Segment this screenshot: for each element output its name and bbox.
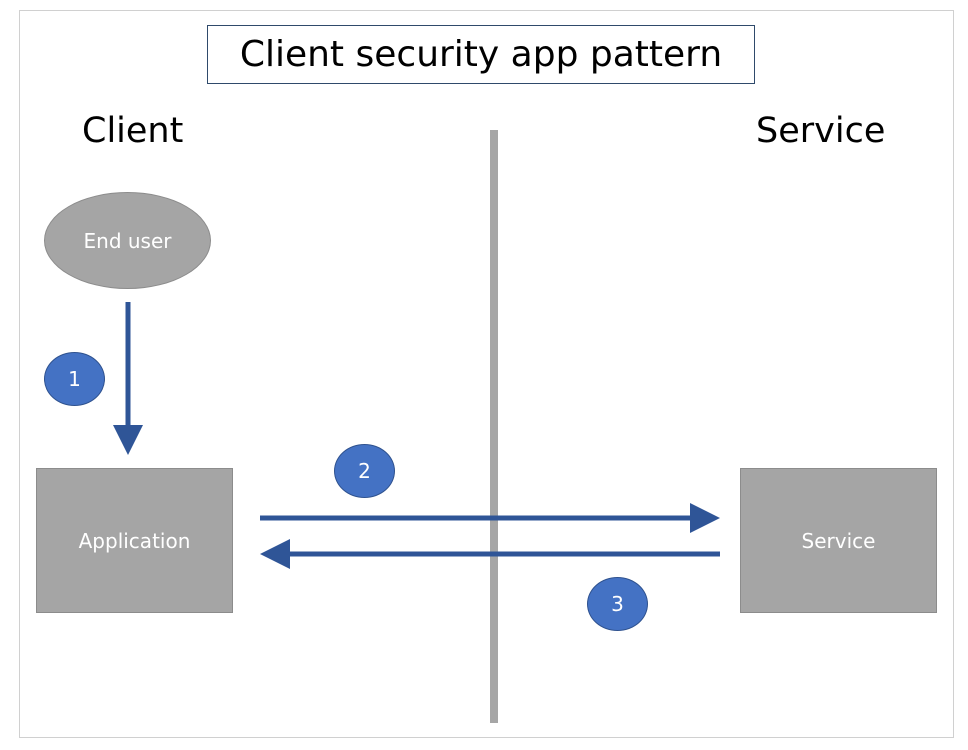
step-1-badge: 1 — [44, 352, 105, 406]
application-node: Application — [36, 468, 233, 613]
end-user-node: End user — [44, 192, 211, 289]
service-heading: Service — [756, 111, 886, 151]
step-1-number: 1 — [68, 367, 81, 391]
step-2-number: 2 — [358, 459, 371, 483]
diagram-title: Client security app pattern — [207, 25, 755, 84]
step-3-number: 3 — [611, 592, 624, 616]
end-user-label: End user — [83, 228, 172, 253]
client-service-divider — [490, 130, 498, 723]
service-label: Service — [801, 528, 876, 553]
service-node: Service — [740, 468, 937, 613]
application-label: Application — [78, 528, 191, 553]
diagram-canvas — [19, 10, 954, 738]
step-2-badge: 2 — [334, 444, 395, 498]
step-3-badge: 3 — [587, 577, 648, 631]
diagram-title-text: Client security app pattern — [239, 34, 723, 75]
client-heading: Client — [82, 111, 184, 151]
